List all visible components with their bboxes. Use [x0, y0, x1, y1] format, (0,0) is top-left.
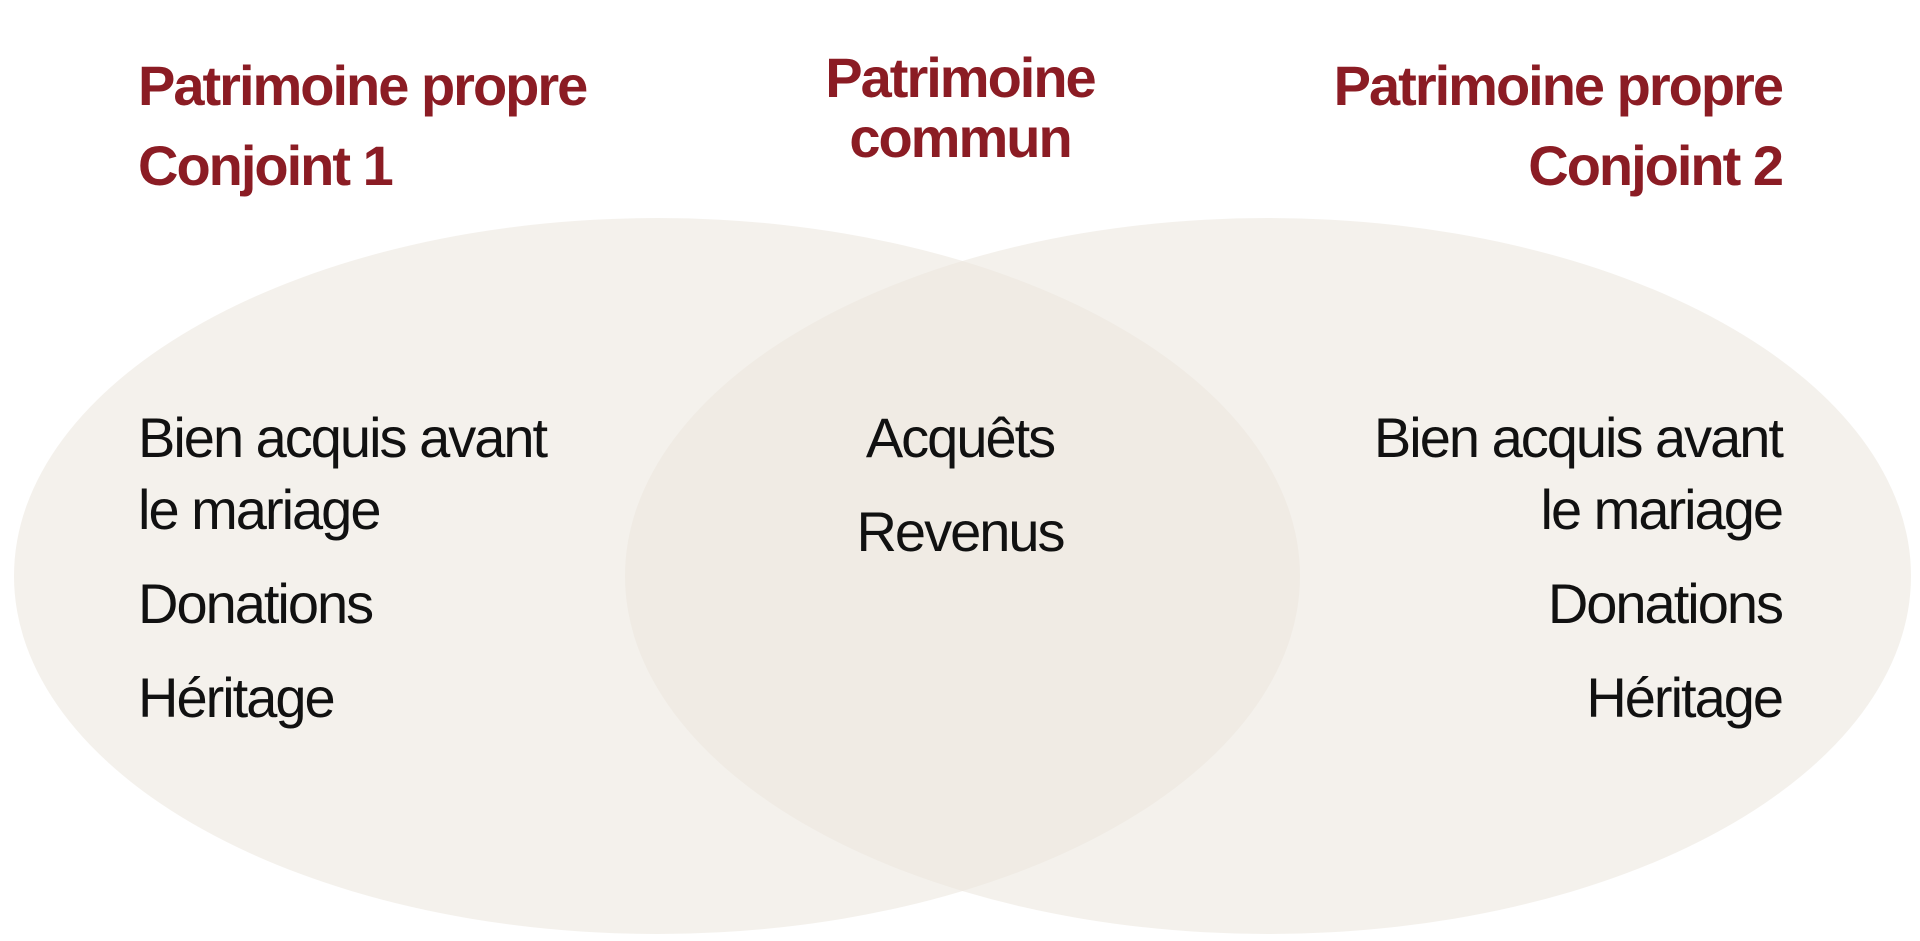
- heading-conjoint-1-line-1: Patrimoine propre: [138, 54, 588, 117]
- list-item-line: Héritage: [1586, 666, 1784, 729]
- list-item-donations: Donations: [138, 568, 658, 640]
- heading-conjoint-2-line-2: Conjoint 2: [1528, 134, 1784, 197]
- list-item-line: Acquêts: [865, 406, 1056, 469]
- heading-conjoint-1: Patrimoine propre Conjoint 1: [138, 46, 698, 206]
- heading-conjoint-2-line-1: Patrimoine propre: [1333, 54, 1784, 117]
- list-conjoint-1: Bien acquis avant le mariage Donations H…: [138, 402, 658, 756]
- heading-commun-line-2: commun: [849, 106, 1072, 169]
- ellipse-conjoint-2: [625, 218, 1911, 934]
- heading-conjoint-1-line-2: Conjoint 1: [138, 134, 394, 197]
- list-item-bien-acquis: Bien acquis avant le mariage: [1262, 402, 1784, 546]
- list-commun: Acquêts Revenus: [760, 402, 1160, 590]
- heading-commun: Patrimoine commun: [760, 48, 1160, 168]
- list-conjoint-2: Bien acquis avant le mariage Donations H…: [1262, 402, 1784, 756]
- heading-commun-line-1: Patrimoine: [825, 46, 1096, 109]
- list-item-line: Revenus: [856, 500, 1065, 563]
- list-item-heritage: Héritage: [138, 662, 658, 734]
- list-item-bien-acquis: Bien acquis avant le mariage: [138, 402, 658, 546]
- list-item-acquets: Acquêts: [760, 402, 1160, 474]
- list-item-line: le mariage: [138, 478, 381, 541]
- list-item-line: Donations: [1547, 572, 1784, 635]
- heading-conjoint-2: Patrimoine propre Conjoint 2: [1222, 46, 1784, 206]
- list-item-donations: Donations: [1262, 568, 1784, 640]
- list-item-heritage: Héritage: [1262, 662, 1784, 734]
- list-item-line: Donations: [138, 572, 374, 635]
- list-item-revenus: Revenus: [760, 496, 1160, 568]
- list-item-line: le mariage: [1540, 478, 1784, 541]
- list-item-line: Bien acquis avant: [138, 406, 548, 469]
- list-item-line: Héritage: [138, 666, 336, 729]
- list-item-line: Bien acquis avant: [1373, 406, 1784, 469]
